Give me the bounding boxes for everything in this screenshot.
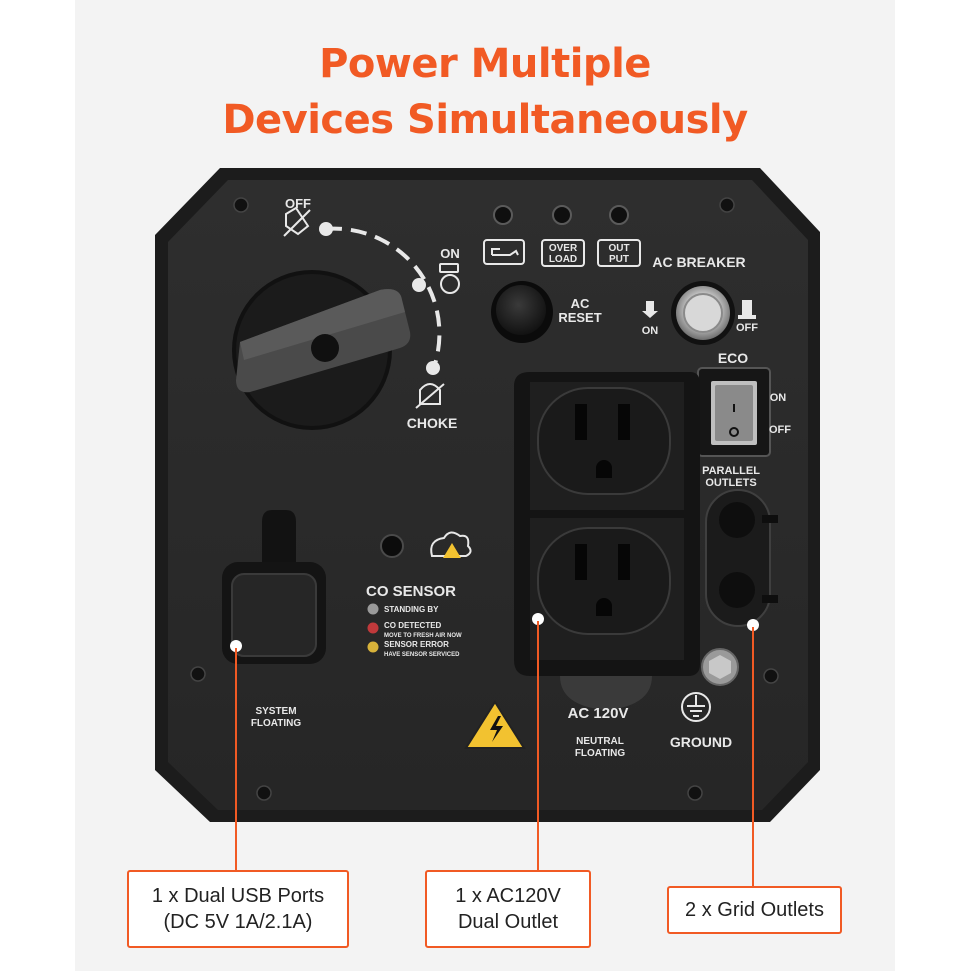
breaker-on-label: ON: [642, 325, 659, 337]
ground-label: GROUND: [670, 734, 732, 750]
breaker-off-label: OFF: [736, 322, 758, 334]
co-status-dot: [367, 622, 379, 634]
neutral-floating-label-1: NEUTRAL: [576, 736, 624, 747]
output-label-2: PUT: [609, 254, 629, 265]
switch-off-label: OFF: [285, 196, 311, 211]
co-status-sublabel: MOVE TO FRESH AIR NOW: [384, 633, 462, 639]
system-floating-label-1: SYSTEM: [255, 706, 296, 717]
eco-on-label: ON: [770, 392, 787, 404]
fuel-off-icon: [283, 206, 311, 237]
usb-callout-line: [235, 648, 237, 872]
eco-off-label: OFF: [769, 424, 791, 436]
indicator-leds: [493, 205, 629, 225]
switch-choke-label: CHOKE: [407, 415, 458, 431]
system-floating-label-2: FLOATING: [251, 718, 302, 729]
grid-callout-line-1: 2 x Grid Outlets: [685, 899, 824, 921]
overload-label-1: OVER: [549, 243, 578, 254]
engine-on-icon: [439, 263, 460, 294]
oil-warning-icon: [483, 239, 525, 265]
ac-reset-label-1: AC: [571, 296, 590, 311]
eco-label: ECO: [718, 350, 748, 366]
neutral-floating-label-2: FLOATING: [575, 748, 626, 759]
co-status-label: CO DETECTED: [384, 621, 442, 630]
co-status-dot: [367, 641, 379, 653]
usb-callout-line-1: 1 x Dual USB Ports: [151, 885, 325, 907]
overload-label-2: LOAD: [549, 254, 577, 265]
headline-line-1: Power Multiple: [319, 41, 651, 87]
co-status-label: STANDING BY: [384, 605, 439, 614]
co-status-dot: [367, 603, 379, 615]
ac-callout-line: [537, 621, 539, 872]
choke-icon: [415, 383, 445, 409]
ground-icon: [681, 692, 711, 722]
ac-breaker-label: AC BREAKER: [652, 254, 745, 270]
output-label-1: OUT: [608, 243, 629, 254]
co-sensor-legend: STANDING BY CO DETECTED MOVE TO FRESH AIR …: [367, 603, 462, 658]
switch-on-label: ON: [440, 246, 460, 261]
screw-icons: [190, 197, 779, 801]
ac-callout-line-2: Dual Outlet: [457, 911, 559, 933]
ac-outlet-callout: 1 x AC120V Dual Outlet: [425, 870, 591, 948]
usb-ports-callout: 1 x Dual USB Ports (DC 5V 1A/2.1A): [127, 870, 349, 948]
ac-120v-label: AC 120V: [568, 705, 629, 722]
ac-reset-label-2: RESET: [558, 310, 601, 325]
usb-callout-line-2: (DC 5V 1A/2.1A): [163, 911, 313, 933]
headline-line-2: Devices Simultaneously: [222, 97, 748, 143]
grid-callout-line: [752, 627, 754, 888]
high-voltage-warning-icon: [464, 700, 526, 749]
co-status-sublabel: HAVE SENSOR SERVICED: [384, 652, 460, 658]
grid-outlets-callout: 2 x Grid Outlets: [667, 886, 842, 934]
co-sensor-title: CO SENSOR: [366, 583, 456, 600]
ac-callout-line-1: 1 x AC120V: [455, 885, 561, 907]
parallel-label-1: PARALLEL: [702, 465, 760, 477]
co-warning-icon: [430, 531, 472, 558]
parallel-label-2: OUTLETS: [705, 477, 756, 489]
co-status-label: SENSOR ERROR: [384, 640, 449, 649]
